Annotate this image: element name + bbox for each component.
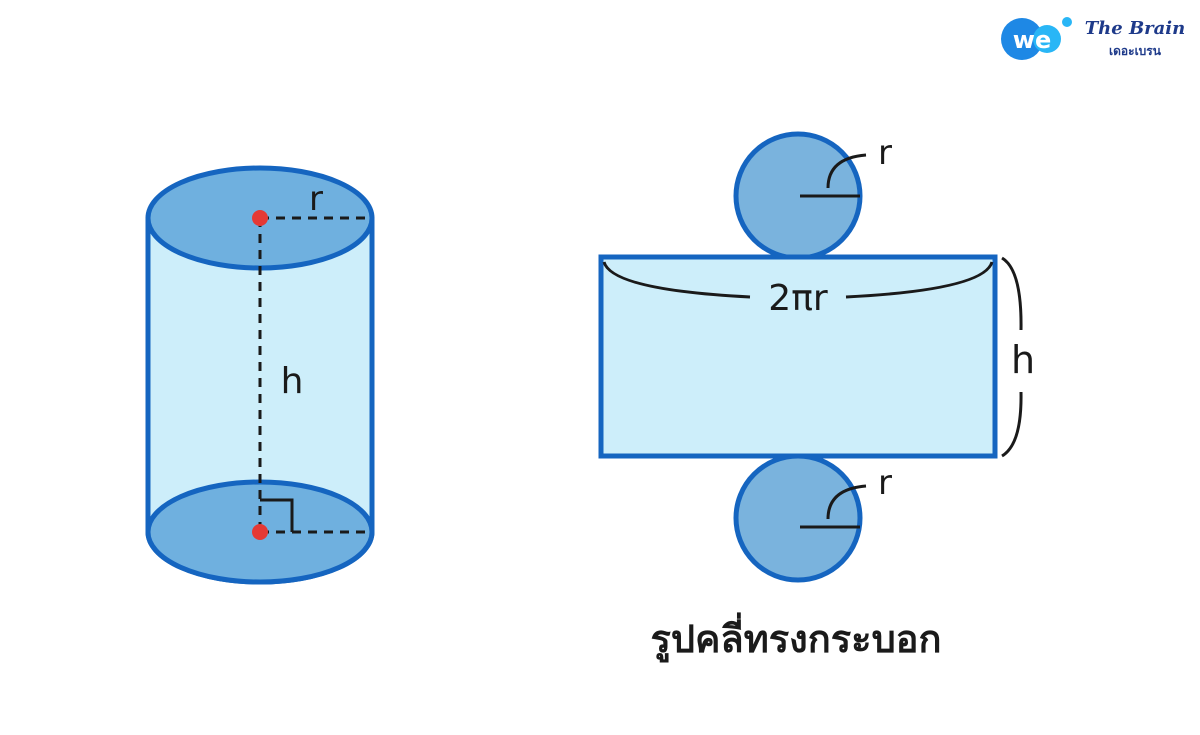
we-logo: we xyxy=(1001,17,1072,60)
net-bottom-radius-arc xyxy=(826,484,867,520)
net-height-brace-top xyxy=(1001,256,1023,331)
net-height-brace-bottom xyxy=(1001,391,1023,458)
net-top-radius-arc xyxy=(826,153,867,189)
cylinder-height-label: h xyxy=(281,361,304,402)
the-brain-logo-text: The Brain xyxy=(1085,18,1186,39)
net-circumference-label: 2πr xyxy=(768,278,828,319)
bottom-center-point xyxy=(252,524,268,540)
we-logo-circle xyxy=(1001,18,1043,60)
net-circumference-brace-left xyxy=(602,261,751,299)
net-top-radius-label: r xyxy=(878,133,892,173)
we-logo-text: we xyxy=(1013,26,1051,54)
net-circumference-brace-right xyxy=(845,261,994,299)
the-brain-logo-thai: เดอะเบรน xyxy=(1109,44,1162,58)
net-caption: รูปคลี่ทรงกระบอก xyxy=(650,612,941,663)
right-angle-marker xyxy=(260,498,294,532)
top-center-point xyxy=(252,210,268,226)
net-bottom-radius-label: r xyxy=(878,463,892,503)
we-logo-circle-small xyxy=(1033,25,1061,53)
net-height-label: h xyxy=(1011,338,1035,382)
cylinder: r h xyxy=(145,165,375,585)
we-logo-dot xyxy=(1062,17,1072,27)
net-bottom-circle xyxy=(733,453,863,583)
the-brain-logo: The Brain เดอะเบรน xyxy=(1085,18,1186,58)
cylinder-radius-label: r xyxy=(309,179,323,219)
cylinder-net: r r 2πr h รูปคลี่ทรงกระบอก xyxy=(598,131,1035,663)
